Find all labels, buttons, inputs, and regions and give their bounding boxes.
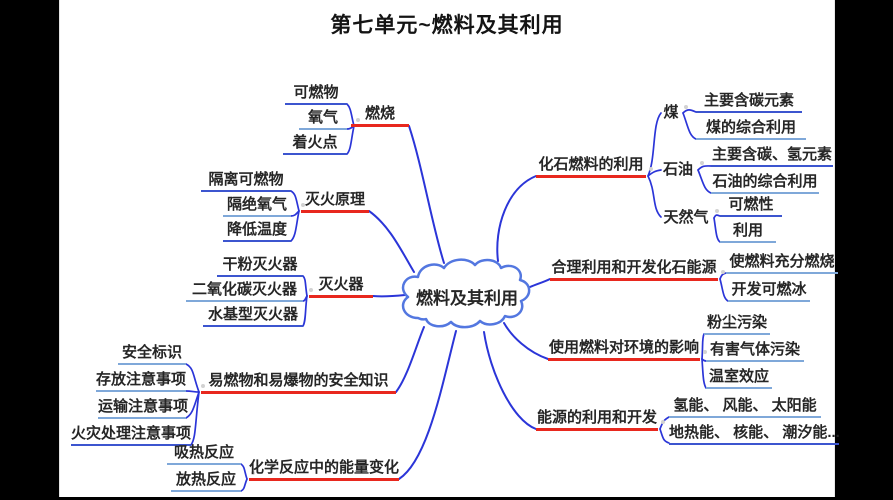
leaf-node[interactable]: 二氧化碳灭火器	[186, 281, 303, 302]
branch-environment[interactable]: 使用燃料对环境的影响	[548, 339, 700, 361]
leaf-node[interactable]: 降低温度	[223, 221, 291, 242]
connector-fossil-energy	[529, 278, 551, 288]
leaf-node[interactable]: 利用	[720, 222, 776, 243]
leaf-node[interactable]: 隔绝氧气	[223, 196, 291, 217]
leaf-node[interactable]: 粉尘污染	[704, 314, 770, 335]
leaf-node[interactable]: 氢能、 风能、 太阳能	[669, 397, 821, 418]
branch-extinguisher[interactable]: 灭火器	[309, 276, 373, 298]
connector-energy-develop	[483, 331, 537, 430]
branch-energy-change[interactable]: 化学反应中的能量变化	[249, 459, 399, 481]
leaf-node[interactable]: 可燃物	[285, 84, 347, 105]
leaf-node[interactable]: 温室效应	[706, 368, 772, 389]
leaf-node[interactable]: 干粉灭火器	[217, 256, 303, 277]
letterbox-bottom	[0, 497, 893, 500]
leaf-node[interactable]: 有害气体污染	[706, 341, 804, 362]
central-cloud[interactable]	[401, 258, 531, 329]
leaf-node[interactable]: 煤的综合利用	[696, 119, 806, 140]
leaf-node[interactable]: 石油的综合利用	[711, 173, 819, 194]
central-topic[interactable]: 燃料及其利用	[416, 289, 518, 308]
leaf-node[interactable]: 运输注意事项	[98, 398, 188, 419]
leaf-node[interactable]: 开发可燃冰	[728, 281, 810, 302]
subtopic-petroleum[interactable]: 石油	[662, 161, 693, 178]
branch-extinguish-principle[interactable]: 灭火原理	[301, 191, 369, 213]
leaf-node[interactable]: 吸热反应	[167, 444, 241, 465]
subtopic-natural-gas[interactable]: 天然气	[663, 209, 709, 226]
subtopic-coal[interactable]: 煤	[663, 104, 679, 121]
connector-extinguish-principle	[368, 210, 415, 273]
connector-fossil-fuel	[496, 175, 537, 262]
branch-fossil-energy[interactable]: 合理利用和开发化石能源	[550, 259, 718, 281]
leaf-node[interactable]: 地热能、 核能、 潮汐能...	[669, 424, 840, 445]
branch-fossil-fuel[interactable]: 化石燃料的利用	[536, 156, 646, 178]
connector-flammable-safety	[395, 326, 425, 393]
branch-combustion[interactable]: 燃烧	[351, 105, 409, 127]
connector-energy-change	[398, 330, 457, 480]
leaf-node[interactable]: 氧气	[299, 109, 347, 130]
letterbox-right	[833, 0, 893, 500]
leaf-node[interactable]: 隔离可燃物	[201, 171, 291, 192]
leaf-node[interactable]: 放热反应	[171, 471, 241, 492]
connector-environment	[503, 322, 549, 360]
branch-curves	[368, 125, 551, 480]
leaf-node[interactable]: 使燃料充分燃烧	[726, 253, 838, 274]
connector-extinguisher	[372, 294, 406, 298]
leaf-node[interactable]: 可燃性	[720, 196, 782, 217]
branch-energy-develop[interactable]: 能源的利用和开发	[536, 409, 658, 431]
leaf-node[interactable]: 安全标识	[118, 344, 186, 365]
page-title: 第七单元~燃料及其利用	[330, 14, 564, 37]
mindmap-connectors	[185, 103, 729, 492]
collapse-dots	[201, 105, 725, 475]
mindmap-canvas: 第七单元~燃料及其利用	[59, 0, 840, 497]
leaf-node[interactable]: 主要含碳元素	[696, 92, 802, 113]
leaf-node[interactable]: 存放注意事项	[96, 371, 186, 392]
leaf-node[interactable]: 着火点	[283, 134, 347, 155]
leaf-node[interactable]: 水基型灭火器	[203, 306, 303, 327]
leaf-node[interactable]: 主要含碳、氢元素	[711, 146, 833, 167]
connector-combustion	[408, 125, 445, 264]
leaf-node[interactable]: 火灾处理注意事项	[71, 425, 191, 446]
branch-flammable-safety[interactable]: 易燃物和易爆物的安全知识	[201, 372, 396, 394]
letterbox-left	[0, 0, 59, 500]
